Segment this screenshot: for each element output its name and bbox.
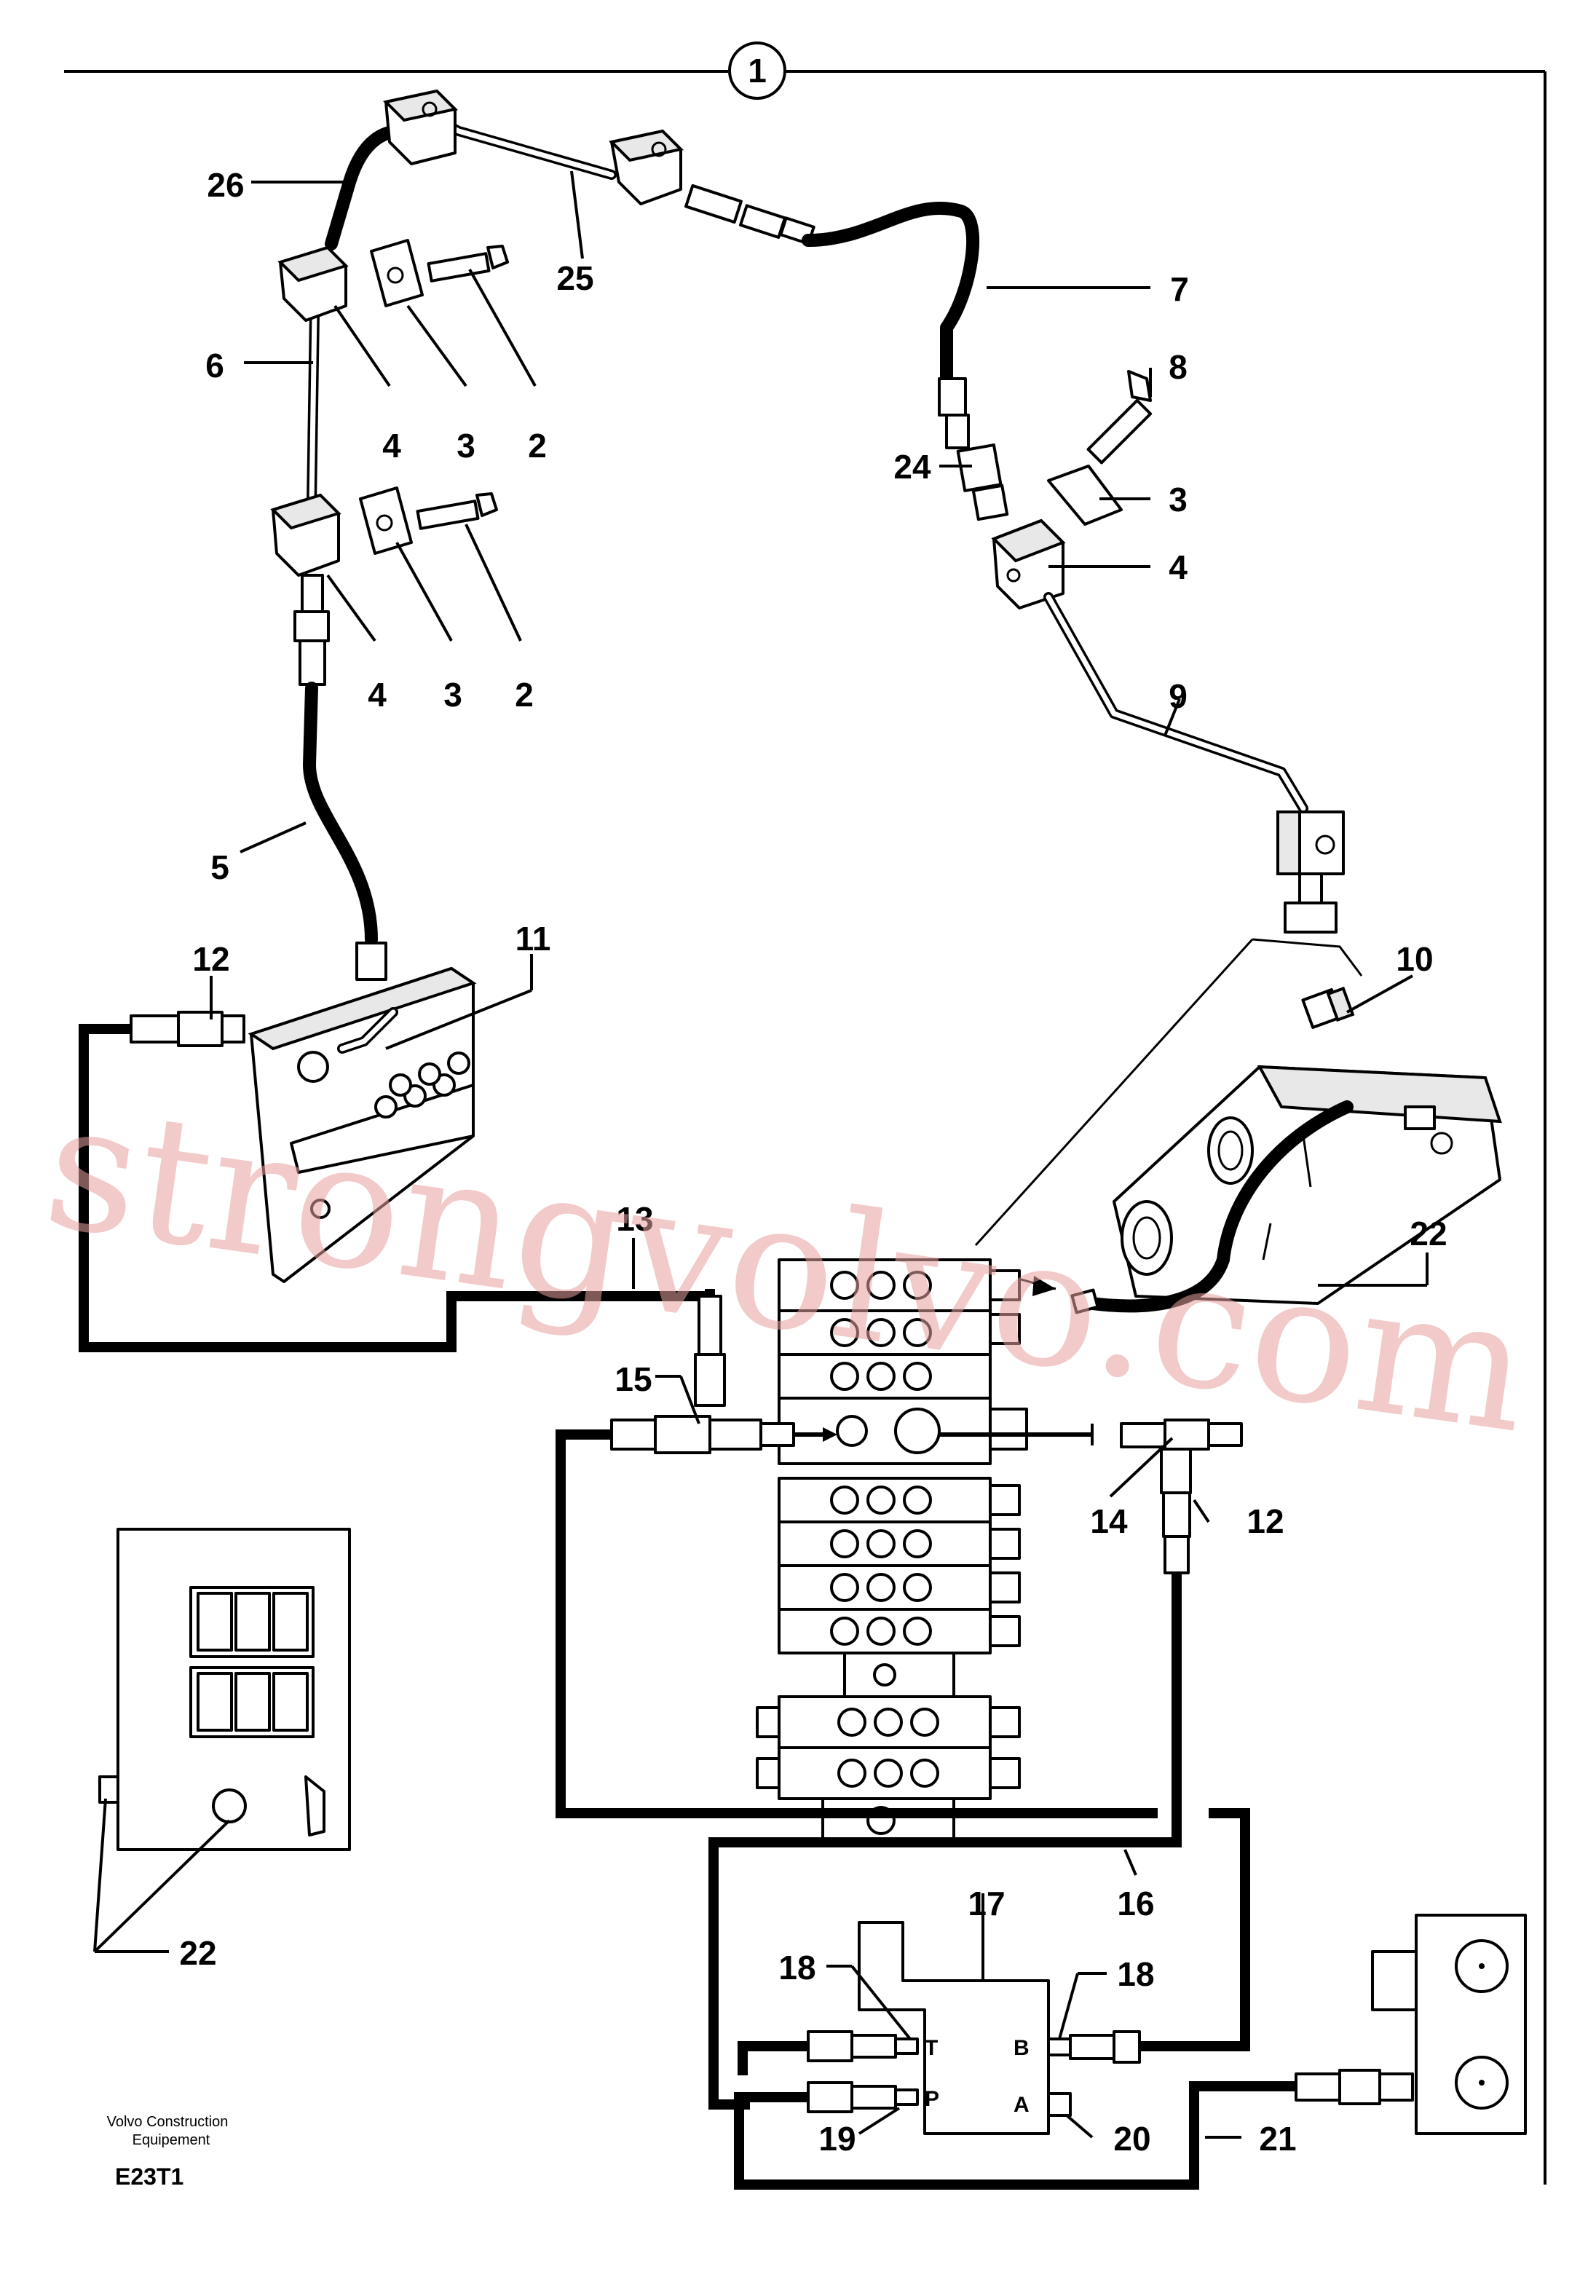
callout-18-left: 18: [778, 1949, 815, 1987]
fitting-12-left: [130, 1011, 245, 1047]
clamp-plate-3-right: [1047, 465, 1123, 526]
quick-coupler: [1070, 1065, 1502, 1314]
fitting-25-end: [684, 184, 815, 245]
bolt-upper: [427, 245, 509, 283]
callout-3-lower: 3: [443, 676, 462, 714]
callout-9: 9: [1169, 677, 1188, 715]
callout-4-upper: 4: [382, 427, 401, 465]
callout-20: 20: [1113, 2120, 1150, 2158]
right-attachment-block: [1295, 1914, 1527, 2135]
callout-labels: 26 25 7 6 4 3 2 8 24 3 4 4 3 2 9 5 10 12…: [179, 166, 1447, 2158]
switch-panel: [98, 1528, 351, 1851]
callout-15: 15: [615, 1360, 652, 1398]
hose-16: [708, 1573, 1182, 2110]
tee-15: [610, 1295, 795, 1454]
hose-port-t: [738, 2041, 808, 2075]
hose-21: [734, 2081, 1296, 2190]
port-t-label: T: [925, 2036, 938, 2060]
callout-3-upper: 3: [457, 427, 475, 465]
valve-spool-nuts: [830, 1271, 941, 1835]
clamp-plate-upper: [370, 239, 424, 307]
footer-company-line2: Equipement: [133, 2132, 210, 2148]
valve-block-ports: [297, 1051, 470, 1219]
section-marker-label: 1: [748, 52, 767, 90]
panel-round-button: [212, 1788, 247, 1823]
hose-7: [802, 201, 980, 385]
coupler-hose: [1086, 1100, 1354, 1313]
hose-5: [303, 682, 378, 946]
tee-fittings: [556, 1295, 1250, 2110]
callout-5: 5: [210, 848, 229, 886]
bolt-lower: [416, 492, 498, 530]
fitting-18-right: [1047, 2030, 1141, 2064]
fitting-24: [938, 377, 1009, 521]
leader-lines: [93, 170, 1429, 2139]
callout-22-panel: 22: [179, 1934, 216, 1972]
port-b-label: B: [1014, 2036, 1030, 2060]
fitting-5-top: [293, 574, 330, 686]
switch-row-bottom: [189, 1666, 315, 1738]
right-pipe-assembly: [938, 370, 1363, 1296]
callout-22-coupler: 22: [1410, 1215, 1447, 1252]
callout-7: 7: [1170, 270, 1189, 308]
pipe-clamp-left-upper: [277, 245, 349, 322]
callout-18-right: 18: [1117, 1955, 1154, 1993]
footer-company-line1: Volvo Construction: [107, 2114, 229, 2130]
callout-26: 26: [207, 166, 244, 204]
bolt-8: [1086, 370, 1153, 465]
callout-3-right: 3: [1169, 481, 1188, 518]
callout-12-right: 12: [1247, 1502, 1284, 1540]
pipe-clamp-9-end: [1276, 810, 1345, 875]
plug-10: [1301, 986, 1355, 1029]
pipe-clamp-right: [991, 518, 1066, 609]
callout-6: 6: [205, 347, 224, 384]
section-marker-circle: [728, 42, 786, 100]
hose-15-return: [556, 1429, 1158, 1818]
tee-14: [1120, 1419, 1243, 1574]
fitting-19: [807, 2081, 919, 2113]
callout-24: 24: [893, 448, 931, 486]
pipe-clamp-top-left: [382, 89, 459, 165]
fitting-21-end: [1295, 2069, 1414, 2105]
hose-26: [325, 125, 403, 250]
callout-4-right: 4: [1169, 548, 1188, 586]
fitting-18-left: [807, 2030, 919, 2062]
callout-2-upper: 2: [528, 427, 547, 465]
port-a-label: A: [1014, 2093, 1030, 2117]
adapter-under-clamp: [1284, 872, 1338, 934]
footer: Volvo Construction Equipement E23T1: [107, 2114, 229, 2190]
clamp-plate-lower: [359, 486, 413, 555]
valve-17: T P B A: [734, 1921, 1296, 2190]
callout-11: 11: [515, 920, 551, 958]
page-frame: 1: [64, 42, 1546, 2185]
callout-25: 25: [556, 259, 593, 297]
callout-2-lower: 2: [515, 676, 534, 714]
callout-13: 13: [616, 1200, 653, 1238]
callout-16: 16: [1117, 1885, 1154, 1922]
plug-20: [1047, 2092, 1072, 2117]
callout-10: 10: [1396, 940, 1433, 978]
main-control-valve: [756, 1258, 1028, 1844]
callout-21: 21: [1259, 2120, 1296, 2158]
pipe-clamp-left-lower: [270, 493, 341, 577]
hose-to-port-b: [1136, 1808, 1250, 2051]
upper-pipe-assembly: [270, 89, 980, 946]
callout-17: 17: [968, 1885, 1005, 1922]
port-p-label: P: [925, 2087, 939, 2111]
callout-14: 14: [1090, 1502, 1128, 1540]
callout-4-lower: 4: [368, 676, 387, 714]
drawing-code: E23T1: [115, 2163, 183, 2190]
switch-row-top: [189, 1586, 315, 1658]
callout-8: 8: [1169, 348, 1188, 386]
callout-12-left: 12: [192, 940, 229, 978]
pipe-clamp-top-right: [608, 129, 684, 205]
callout-19: 19: [818, 2120, 856, 2158]
